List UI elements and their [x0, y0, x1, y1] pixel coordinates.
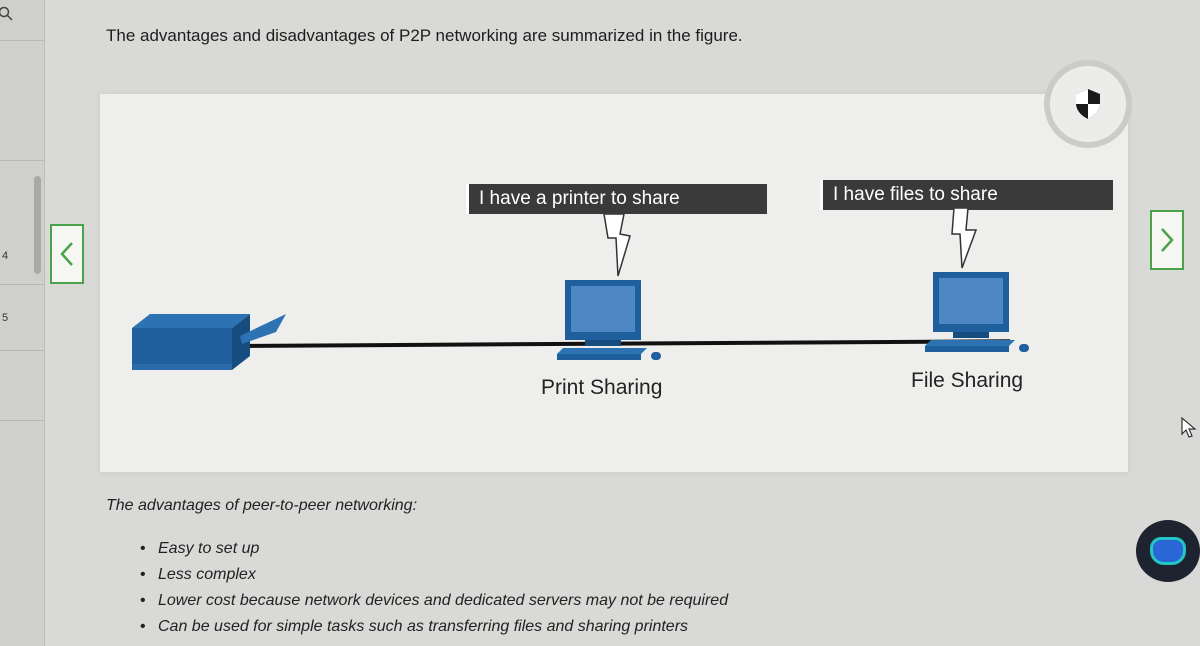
advantages-list: Easy to set up Less complex Lower cost b… — [140, 536, 728, 640]
previous-button[interactable] — [50, 224, 84, 284]
sidebar-scrollbar[interactable] — [34, 176, 41, 274]
assistant-badge[interactable] — [1136, 520, 1200, 582]
list-item: Easy to set up — [140, 536, 728, 562]
chevron-left-icon — [60, 242, 73, 266]
advantages-title: The advantages of peer-to-peer networkin… — [106, 497, 418, 514]
sidebar-item-number[interactable]: 5 — [2, 312, 9, 324]
sidebar-item-number[interactable]: 4 — [2, 250, 9, 262]
shield-button[interactable] — [1044, 60, 1132, 148]
sidebar-divider — [0, 350, 44, 351]
list-item: Lower cost because network devices and d… — [140, 588, 728, 614]
speech-bubble-printer: I have a printer to share — [466, 184, 767, 214]
bubble-pointer — [951, 208, 978, 269]
bubble-pointer — [603, 214, 631, 277]
left-sidebar: 4 5 — [0, 0, 45, 646]
speech-bubble-files: I have files to share — [820, 180, 1113, 210]
computer-icon — [555, 278, 665, 375]
caption-file-sharing: File Sharing — [911, 369, 1024, 392]
computer-icon — [923, 270, 1033, 367]
sidebar-divider — [0, 420, 44, 421]
list-item: Can be used for simple tasks such as tra… — [140, 614, 728, 640]
chevron-right-icon — [1161, 228, 1174, 252]
sidebar-divider — [0, 284, 44, 285]
sidebar-divider — [0, 160, 44, 161]
search-icon[interactable] — [0, 6, 14, 25]
mouse-pointer-icon — [1181, 416, 1197, 438]
sidebar-divider — [0, 40, 44, 41]
caption-print-sharing: Print Sharing — [541, 376, 663, 399]
page-heading: The advantages and disadvantages of P2P … — [106, 26, 743, 45]
assistant-logo-icon — [1150, 537, 1186, 565]
printer-icon — [130, 306, 290, 381]
list-item: Less complex — [140, 562, 728, 588]
shield-icon — [1076, 89, 1100, 119]
next-button[interactable] — [1150, 210, 1184, 270]
